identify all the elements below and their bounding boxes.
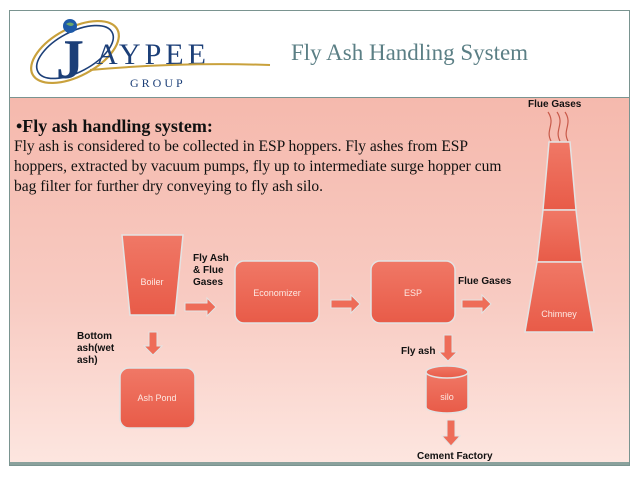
arrow-silo-to-cement-factory bbox=[440, 419, 462, 447]
fly-ash-flue-gases-line-3: Gases bbox=[193, 277, 224, 288]
logo-globe-land bbox=[66, 22, 74, 26]
logo-swoosh bbox=[89, 63, 271, 71]
page-title: Fly Ash Handling System bbox=[291, 40, 529, 65]
smoke-wisp-center bbox=[556, 111, 561, 142]
bottom-ash-line-1: Bottom bbox=[77, 331, 112, 342]
esp-label: ESP bbox=[404, 288, 422, 298]
chimney-middle-shape bbox=[536, 209, 583, 263]
header-divider bbox=[10, 97, 629, 98]
bottom-ash-label: Bottom ash(wet ash) bbox=[77, 331, 114, 367]
arrow-boiler-to-ash-pond bbox=[142, 331, 164, 356]
ash-pond-shape bbox=[119, 367, 196, 429]
fly-ash-flue-gases-line-2: & Flue bbox=[193, 265, 224, 276]
fly-ash-flue-gases-label: Fly Ash & Flue Gases bbox=[193, 253, 229, 289]
flue-gases-label: Flue Gases bbox=[458, 276, 512, 287]
logo-group-text: G R O U P bbox=[130, 76, 183, 90]
section-heading: •Fly ash handling system: bbox=[16, 116, 213, 136]
arrow-economizer-to-esp bbox=[330, 293, 361, 315]
chimney-base-shape bbox=[524, 261, 595, 333]
ash-pond-label: Ash Pond bbox=[137, 393, 176, 403]
description-paragraph: Fly ash is considered to be collected in… bbox=[14, 138, 502, 195]
flue-gases-top-label: Flue Gases bbox=[528, 99, 582, 110]
bottom-ash-line-3: ash) bbox=[77, 355, 98, 366]
bottom-ash-line-2: ash(wet bbox=[77, 343, 115, 354]
cement-factory-label: Cement Factory bbox=[417, 451, 493, 462]
arrow-esp-to-silo bbox=[437, 334, 459, 362]
silo-shape bbox=[425, 372, 469, 414]
chimney-top-shape bbox=[542, 141, 577, 211]
footer-bar bbox=[10, 462, 629, 465]
boiler-label: Boiler bbox=[140, 277, 163, 287]
silo-top bbox=[425, 365, 469, 379]
fly-ash-flue-gases-line-1: Fly Ash bbox=[193, 253, 229, 264]
chimney-label: Chimney bbox=[541, 309, 577, 319]
economizer-shape bbox=[234, 260, 320, 324]
logo-globe-icon bbox=[63, 19, 77, 33]
economizer-label: Economizer bbox=[253, 288, 301, 298]
smoke-wisp-right bbox=[564, 111, 569, 142]
boiler-shape bbox=[121, 234, 184, 316]
silo-label: silo bbox=[440, 392, 454, 402]
fly-ash-label: Fly ash bbox=[401, 346, 436, 357]
logo-letter-j: J bbox=[56, 29, 84, 91]
logo-orbit-inner bbox=[35, 24, 115, 80]
jaypee-logo: J AYPEE G R O U P bbox=[30, 19, 271, 91]
smoke-wisp-left bbox=[547, 111, 552, 142]
esp-shape bbox=[370, 260, 456, 324]
arrow-esp-to-chimney bbox=[461, 293, 492, 315]
logo-orbit-outer bbox=[30, 19, 120, 85]
arrow-boiler-to-economizer bbox=[184, 296, 217, 318]
slide-frame bbox=[9, 10, 630, 466]
